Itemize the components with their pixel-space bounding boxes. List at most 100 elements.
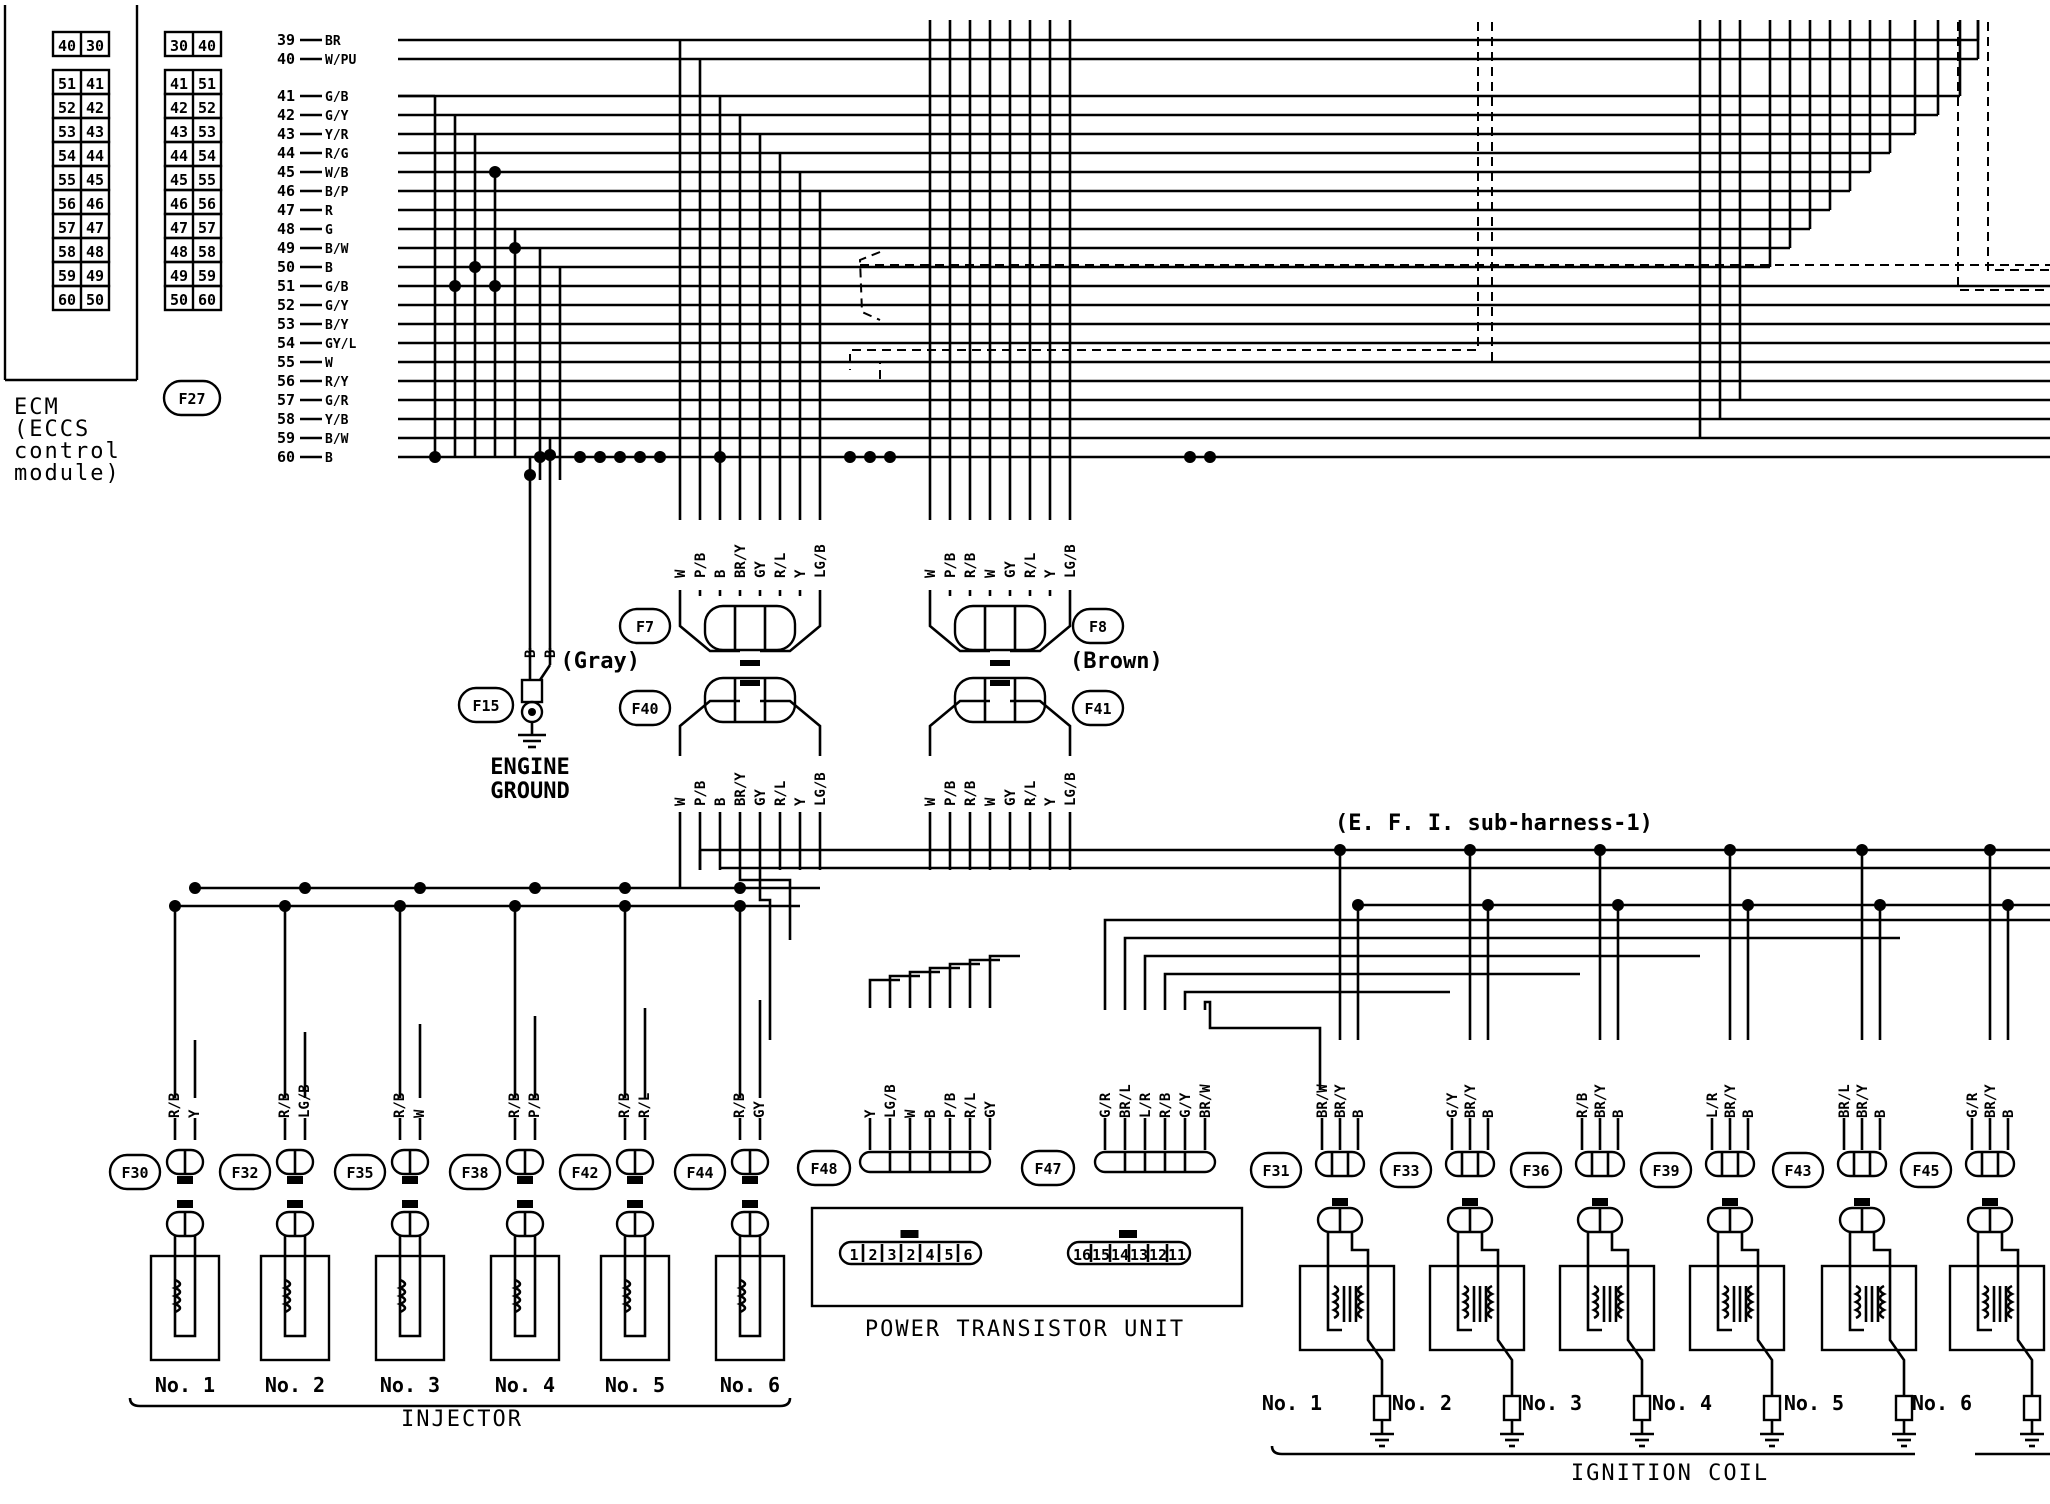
pin-number: 52 — [198, 99, 216, 117]
ecm-harness-pins-row: 53 43 — [51, 116, 111, 144]
ptu-wire-color-a: R/L — [963, 1093, 979, 1118]
ptu-wire-color-a: W — [903, 1109, 919, 1118]
pin-number: 53 — [58, 123, 76, 141]
connector-lock — [990, 680, 1010, 686]
terminal-pin: 44 — [277, 144, 295, 162]
injector-body-lock — [402, 1200, 418, 1208]
coil-secondary-icon — [1746, 1284, 1755, 1320]
connector-body-bottom — [953, 676, 1047, 724]
terminal-wire-color: Y/B — [325, 413, 349, 428]
connector-lock — [740, 660, 760, 666]
splice-dot — [414, 882, 426, 894]
connector-lock — [990, 660, 1010, 666]
coil-body-lock — [1592, 1198, 1608, 1206]
f8-wire-color: GY — [1003, 561, 1019, 578]
connector-id-label: F47 — [1034, 1160, 1061, 1178]
coil-connector — [1836, 1150, 1888, 1178]
ptu-pin-number: 15 — [1092, 1246, 1110, 1264]
splice-dot — [1856, 844, 1868, 856]
coil-body — [1558, 1264, 1656, 1352]
connector-id-label: F31 — [1262, 1162, 1289, 1180]
f8-wire-color: R/L — [1023, 553, 1039, 578]
terminal-pin: 49 — [277, 239, 295, 257]
coil-wire-color: BR/Y — [1723, 1084, 1739, 1118]
ground-wire — [538, 664, 552, 681]
pin-number: 51 — [198, 75, 216, 93]
f8-wire-color: Y — [1043, 569, 1059, 578]
coil-group-label: IGNITION COIL — [1571, 1461, 1769, 1486]
connector-id-label: F32 — [231, 1164, 258, 1182]
splice-dot — [489, 280, 501, 292]
terminal-wire-color: W/PU — [325, 53, 356, 68]
coil-connector — [1574, 1150, 1626, 1178]
injector-wire-color: LG/B — [297, 1084, 313, 1118]
terminal-wire-color: B — [325, 261, 333, 276]
injector-name: No. 5 — [605, 1373, 665, 1397]
ptu-feed — [948, 962, 980, 1008]
injector-body-lock — [517, 1200, 533, 1208]
injector-body — [599, 1254, 671, 1362]
splice-dot — [1984, 844, 1996, 856]
pin-number: 50 — [86, 291, 104, 309]
terminal-pin: 39 — [277, 31, 295, 49]
coil-winding-lead — [1326, 1232, 1342, 1332]
connector-shroud — [1010, 699, 1072, 756]
sub-harness-label: (E. F. I. sub-harness-1) — [1335, 811, 1653, 836]
injector-body — [489, 1254, 561, 1362]
connector-id-label: F40 — [631, 700, 658, 718]
connector-id-badge — [448, 1153, 502, 1191]
coil-bracket — [1270, 1445, 1915, 1456]
f8-wire-color: R/B — [963, 553, 979, 578]
spark-plug-icon — [1894, 1394, 1914, 1422]
pin-number: 52 — [58, 99, 76, 117]
pin-number: 30 — [170, 37, 188, 55]
coil-wire-color: BR/Y — [1855, 1084, 1871, 1118]
ptu-feed — [968, 958, 1000, 1008]
splice-dot — [594, 451, 606, 463]
spark-plug-icon — [1632, 1394, 1652, 1422]
coil-secondary-lead — [2000, 1232, 2034, 1396]
coil-wire-color: B — [1481, 1110, 1497, 1118]
connector-id-label: F7 — [636, 618, 654, 636]
connector-id-badge — [1071, 689, 1125, 727]
terminal-wire-color: GY/L — [325, 337, 356, 352]
f7-lower-wire-color: Y — [793, 797, 809, 806]
injector-name: No. 3 — [380, 1373, 440, 1397]
wire-layer — [169, 20, 2050, 1098]
pin-number: 43 — [86, 123, 104, 141]
pin-number: 41 — [86, 75, 104, 93]
splice-dot — [299, 882, 311, 894]
ptu-pin-number: 5 — [944, 1246, 953, 1264]
ptu-wire-color-a: B — [923, 1110, 939, 1118]
injector-body-lock — [287, 1200, 303, 1208]
connector-id-badge — [673, 1153, 727, 1191]
injector-connector-lock — [177, 1176, 193, 1184]
pin-number: 40 — [198, 37, 216, 55]
pin-number: 58 — [198, 243, 216, 261]
connector-color-label: (Gray) — [561, 649, 640, 674]
splice-dot — [394, 900, 406, 912]
ground-wire-color: B — [543, 650, 559, 658]
coil-name: No. 5 — [1784, 1391, 1844, 1415]
pin-number: 42 — [170, 99, 188, 117]
ptu-feed — [1103, 918, 2050, 1010]
splice-dot — [654, 451, 666, 463]
terminal-pin: 46 — [277, 182, 295, 200]
coil-connector — [1314, 1150, 1366, 1178]
coil-body-lock — [1332, 1198, 1348, 1206]
injector-coil-icon — [281, 1278, 292, 1314]
coil-winding-lead — [1456, 1232, 1472, 1332]
pin-number: 57 — [58, 219, 76, 237]
coil-wire-color: BR/Y — [1593, 1084, 1609, 1118]
connector-id-label: F33 — [1392, 1162, 1419, 1180]
splice-dot — [1594, 844, 1606, 856]
f7-wire-color: P/B — [693, 553, 709, 578]
